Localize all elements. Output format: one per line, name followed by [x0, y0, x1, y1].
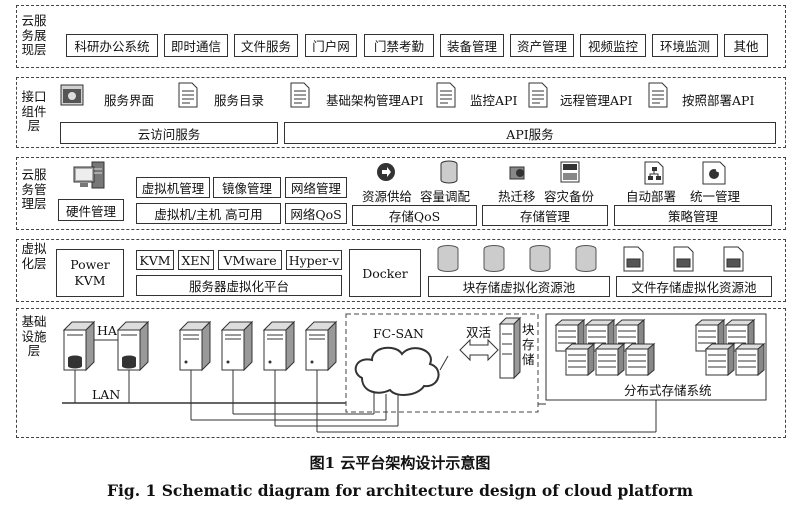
resource-supply-icon: [377, 163, 395, 181]
disaster-backup-icon: [560, 161, 580, 183]
power-kvm-line2: KVM: [74, 273, 106, 288]
deploy-api-label: 按照部署API: [682, 93, 755, 108]
app-asset-mgmt: 资产管理: [510, 34, 574, 57]
fcsan-label: FC-SAN: [373, 326, 424, 341]
layer-name-virtualization: 虚拟化层: [21, 241, 47, 271]
interface-layer: [16, 77, 786, 148]
hypervisor-kvm: KVM: [136, 250, 174, 270]
auto-deploy-icon: [644, 161, 664, 185]
remote-mgmt-api-icon: [528, 82, 548, 108]
app-equipment-mgmt: 装备管理: [440, 34, 504, 57]
network-qos: 网络QoS: [285, 203, 347, 224]
live-migration-icon: [509, 166, 525, 180]
unified-mgmt-label: 统一管理: [690, 189, 741, 204]
figure-caption-cn: 图1 云平台架构设计示意图: [309, 454, 491, 472]
layer-name-management: 云服务管理层: [21, 167, 47, 211]
cloud-access-service: 云访问服务: [60, 122, 278, 144]
figure-caption-en: Fig. 1 Schematic diagram for architectur…: [107, 481, 693, 500]
app-access-attendance: 门禁考勤: [364, 34, 434, 57]
infra-mgmt-api-label: 基础架构管理API: [326, 93, 424, 108]
vm-mgmt: 虚拟机管理: [136, 177, 210, 198]
storage-qos: 存储QoS: [352, 205, 477, 226]
app-video-surveillance: 视频监控: [580, 34, 646, 57]
app-file-service: 文件服务: [234, 34, 298, 57]
hardware-mgmt: 硬件管理: [58, 199, 124, 221]
monitor-api-icon: [436, 82, 456, 108]
service-catalog-icon: [178, 82, 198, 108]
presentation-layer: [16, 5, 786, 68]
layer-name-interface: 接口组件层: [21, 89, 47, 133]
hypervisor-xen: XEN: [178, 250, 214, 270]
app-portal: 门户网: [305, 34, 357, 57]
deploy-api-icon: [648, 82, 668, 108]
virtualization-layer: [16, 239, 786, 302]
network-mgmt: 网络管理: [285, 177, 347, 198]
app-research-office: 科研办公系统: [66, 34, 158, 57]
infrastructure-diagram: [62, 313, 767, 433]
app-instant-messaging: 即时通信: [164, 34, 228, 57]
infra-mgmt-api-icon: [290, 82, 310, 108]
file-storage-pool: 文件存储虚拟化资源池: [616, 276, 772, 297]
block-storage-label: 块存储: [522, 322, 535, 367]
auto-deploy-label: 自动部署: [626, 189, 677, 204]
service-ui-label: 服务界面: [104, 93, 155, 108]
api-service: API服务: [284, 122, 776, 144]
image-mgmt: 镜像管理: [213, 177, 281, 198]
live-migration-label: 热迁移: [498, 189, 536, 204]
capacity-icon: [440, 160, 458, 184]
monitor-api-label: 监控API: [470, 93, 518, 108]
app-other: 其他: [724, 34, 768, 57]
file-pool-icons: [623, 246, 744, 272]
ha-label: HA: [97, 323, 117, 338]
management-layer: [16, 157, 786, 230]
block-pool-icons: [437, 245, 597, 272]
layer-name-infrastructure: 基础设施层: [21, 314, 47, 358]
infrastructure-layer: [16, 308, 786, 438]
docker: Docker: [349, 249, 421, 297]
lan-label: LAN: [92, 387, 121, 402]
service-ui-icon: [60, 84, 84, 106]
distributed-storage-label: 分布式存储系统: [624, 383, 712, 398]
dual-active-label: 双活: [466, 325, 492, 340]
storage-mgmt: 存储管理: [482, 205, 608, 226]
hypervisor-hyperv: Hyper-v: [286, 250, 342, 270]
resource-supply-label: 资源供给: [362, 189, 413, 204]
capacity-label: 容量调配: [420, 189, 471, 204]
power-kvm: Power KVM: [56, 249, 124, 297]
remote-mgmt-api-label: 远程管理API: [560, 93, 633, 108]
disaster-backup-label: 容灾备份: [544, 189, 595, 204]
vm-host-ha: 虚拟机/主机 高可用: [136, 203, 281, 224]
service-catalog-label: 服务目录: [214, 93, 265, 108]
strategy-mgmt: 策略管理: [614, 205, 772, 226]
layer-name-presentation: 云服务展现层: [21, 13, 47, 57]
hypervisor-vmware: VMware: [218, 250, 282, 270]
server-virtualization-platform: 服务器虚拟化平台: [136, 275, 342, 296]
block-storage-pool: 块存储虚拟化资源池: [428, 276, 610, 297]
app-environment-monitoring: 环境监测: [652, 34, 718, 57]
unified-mgmt-icon: [702, 161, 726, 185]
hardware-mgmt-icon: [73, 161, 105, 189]
power-kvm-line1: Power: [70, 257, 110, 272]
